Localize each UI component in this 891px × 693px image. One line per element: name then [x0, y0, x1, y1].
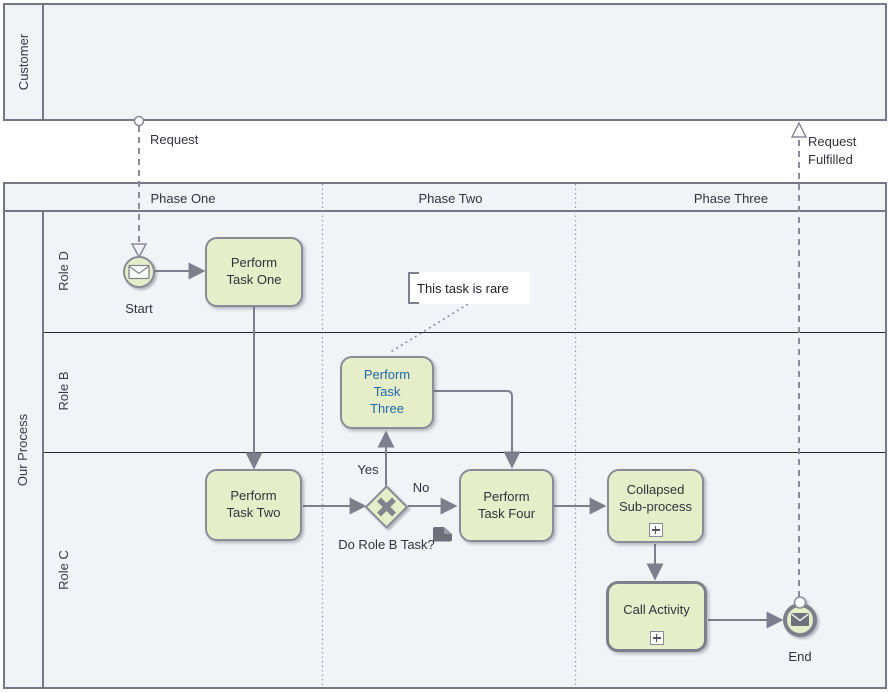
pool-our-process-label: Our Process: [15, 413, 30, 487]
phase-two-header[interactable]: Phase Two: [418, 191, 483, 206]
lane-role-b-label: Role B: [56, 371, 71, 411]
task-perform-task-two[interactable]: Perform Task Two: [205, 469, 302, 541]
annotation-label: This task is rare: [417, 280, 509, 296]
open-arrow-up-icon: [790, 121, 808, 138]
pool-our-process[interactable]: Phase One Phase Two Phase Three Our Proc…: [3, 182, 887, 689]
gateway-label: Do Role B Task?: [338, 537, 435, 552]
lane-role-d-label: Role D: [56, 251, 71, 291]
task-perform-task-one[interactable]: Perform Task One: [205, 237, 303, 307]
pool-customer-label-cell: Customer: [5, 5, 44, 119]
text-annotation[interactable]: This task is rare: [408, 272, 530, 304]
task-label: Perform Task Two: [226, 488, 281, 520]
task-perform-task-three[interactable]: Perform Task Three: [340, 356, 434, 429]
call-activity[interactable]: Call Activity: [606, 581, 707, 652]
task-label: Perform Task Three: [363, 367, 411, 416]
phase-three-header[interactable]: Phase Three: [693, 191, 769, 206]
start-event-label: Start: [125, 301, 153, 316]
pool-customer-label: Customer: [16, 33, 31, 91]
task-label: Perform Task One: [226, 255, 282, 287]
lane-role-c-label: Role C: [56, 550, 71, 590]
lane-role-b[interactable]: [44, 332, 885, 452]
phase-one-header[interactable]: Phase One: [150, 191, 216, 206]
task-label: Perform Task Four: [477, 488, 536, 521]
request-fulfilled-flow-label: Request Fulfilled: [808, 134, 857, 167]
end-event-label: End: [788, 649, 812, 664]
call-activity-plus-icon[interactable]: [649, 631, 664, 645]
pool-our-process-label-cell: Our Process: [5, 212, 44, 687]
task-label: Collapsed Sub-process: [619, 482, 692, 514]
pool-customer[interactable]: Customer: [3, 3, 887, 121]
request-flow-label: Request: [150, 132, 199, 147]
gateway-yes-label: Yes: [357, 462, 379, 477]
subprocess-plus-icon[interactable]: [648, 523, 663, 537]
phase-header-row: Phase One Phase Two Phase Three: [5, 184, 885, 212]
task-perform-task-four[interactable]: Perform Task Four: [459, 469, 554, 542]
gateway-no-label: No: [412, 480, 430, 495]
collapsed-subprocess[interactable]: Collapsed Sub-process: [607, 469, 704, 543]
task-label: Call Activity: [623, 602, 690, 618]
